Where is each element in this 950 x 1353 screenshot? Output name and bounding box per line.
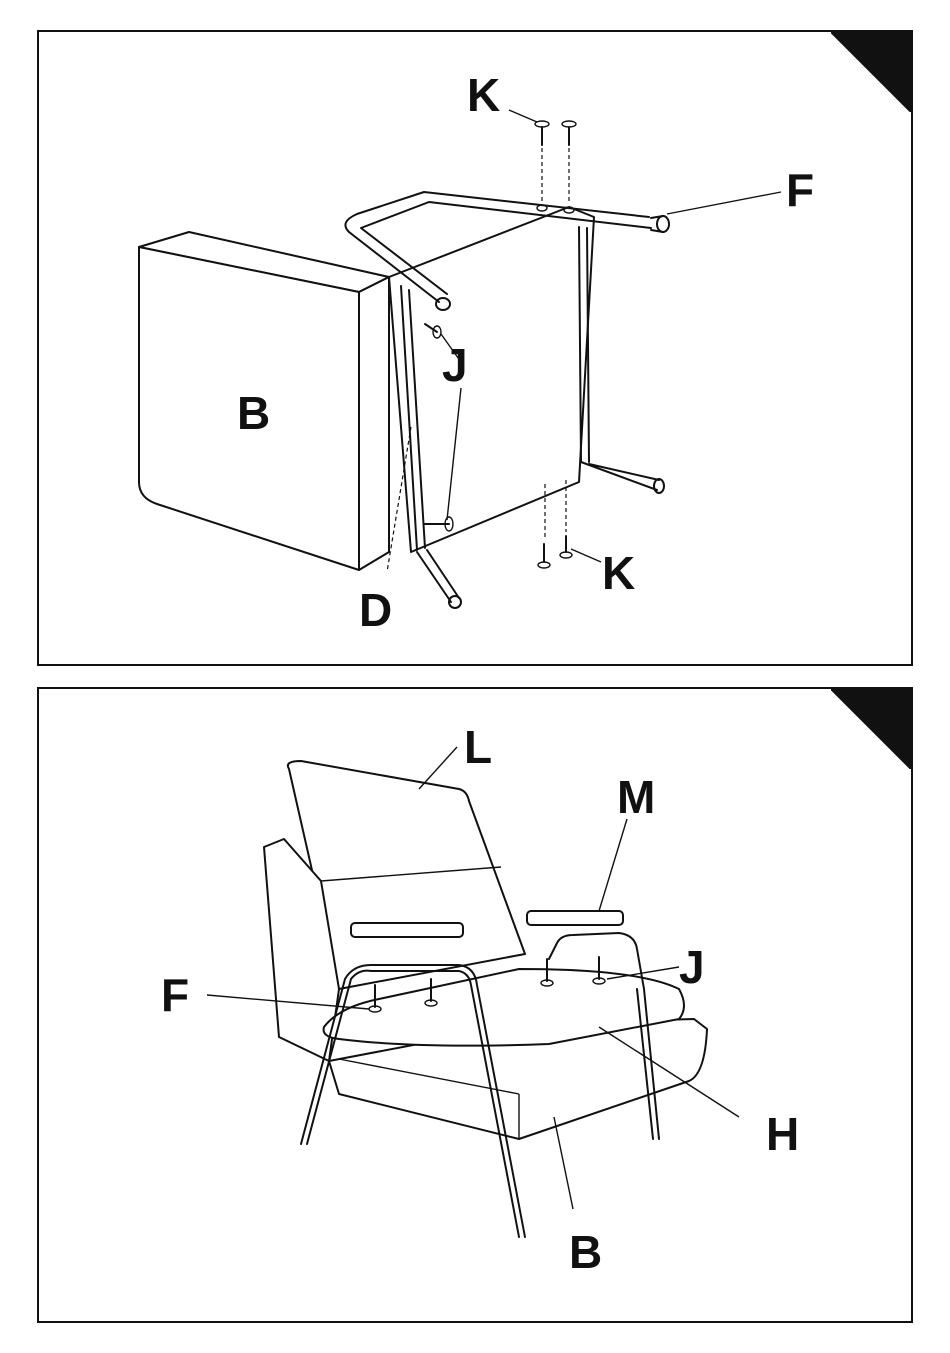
label-b: B bbox=[569, 1229, 602, 1275]
label-j: J bbox=[679, 944, 705, 990]
label-b: B bbox=[237, 390, 270, 436]
label-d: D bbox=[359, 587, 392, 633]
step-panel-1: K F J B D K bbox=[37, 30, 913, 666]
label-k-top: K bbox=[467, 72, 500, 118]
seat-frame bbox=[389, 207, 594, 552]
label-h: H bbox=[766, 1111, 799, 1157]
label-k-bottom: K bbox=[602, 550, 635, 596]
chair-assembly-diagram-1 bbox=[39, 32, 913, 666]
label-m: M bbox=[617, 774, 655, 820]
label-f: F bbox=[786, 167, 814, 213]
step-panel-2: L M F J H B bbox=[37, 687, 913, 1323]
screws-part-k-top bbox=[535, 121, 576, 213]
label-f: F bbox=[161, 972, 189, 1018]
label-l: L bbox=[464, 724, 492, 770]
label-j: J bbox=[442, 342, 468, 388]
